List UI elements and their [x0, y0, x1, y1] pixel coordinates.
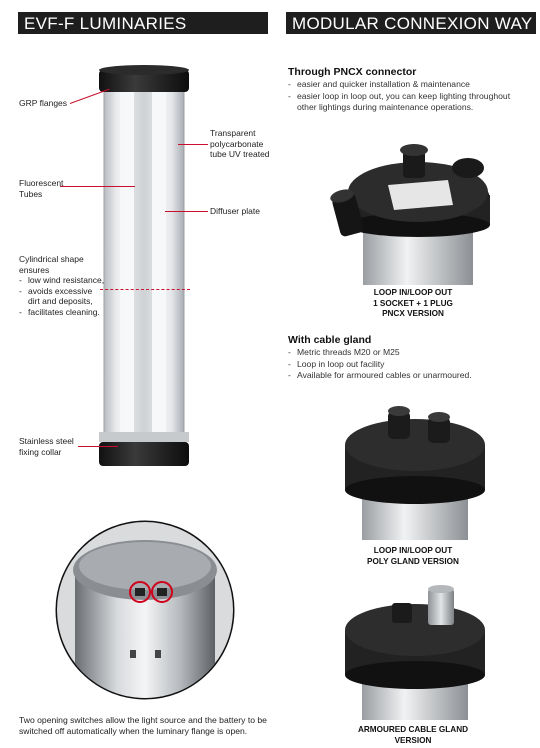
pncx-connector-illustration	[330, 144, 490, 285]
pointer-line-cylindrical	[100, 289, 190, 290]
pointer-line-diffuser	[165, 211, 208, 212]
pncx-item: easier and quicker installation & mainte…	[288, 79, 513, 91]
gland-list: Metric threads M20 or M25 Loop in loop o…	[288, 347, 513, 382]
cylindrical-title: Cylindrical shape ensures	[19, 254, 84, 275]
label-stainless-collar: Stainless steel fixing collar	[19, 436, 74, 457]
pncx-caption: LOOP IN/LOOP OUT 1 SOCKET + 1 PLUG PNCX …	[328, 288, 498, 320]
luminaire-illustration	[99, 65, 189, 466]
footer-note: Two opening switches allow the light sou…	[19, 715, 267, 736]
pncx-list: easier and quicker installation & mainte…	[288, 79, 513, 114]
switch-closeup-illustration	[55, 520, 235, 700]
caption-line: 1 SOCKET + 1 PLUG	[373, 298, 453, 308]
pointer-line-transparent	[178, 144, 208, 145]
right-header: MODULAR CONNEXION WAY	[286, 12, 536, 34]
cylindrical-item: avoids excessive dirt and deposits,	[19, 286, 105, 307]
gland-item: Available for armoured cables or unarmou…	[288, 370, 513, 382]
pncx-title: Through PNCX connector	[288, 66, 417, 78]
armoured-gland-illustration	[345, 585, 485, 720]
pointer-line-stainless	[78, 446, 118, 447]
label-cylindrical-shape: Cylindrical shape ensures low wind resis…	[19, 254, 105, 317]
cylindrical-item: low wind resistance,	[19, 275, 105, 286]
gland-title: With cable gland	[288, 334, 372, 346]
label-diffuser-plate: Diffuser plate	[210, 206, 260, 216]
caption-line: LOOP IN/LOOP OUT	[373, 288, 453, 297]
caption-line: POLY GLAND VERSION	[367, 556, 459, 566]
caption-line: ARMOURED CABLE GLAND	[357, 725, 469, 734]
gland-item: Metric threads M20 or M25	[288, 347, 513, 359]
caption-line: PNCX VERSION	[382, 309, 444, 318]
gland-caption: LOOP IN/LOOP OUT POLY GLAND VERSION	[328, 546, 498, 567]
label-transparent-tube: Transparent polycarbonate tube UV treate…	[210, 128, 270, 159]
caption-line: LOOP IN/LOOP OUT	[373, 546, 453, 555]
poly-gland-illustration	[345, 406, 485, 540]
left-header: EVF-F LUMINARIES	[18, 12, 268, 34]
pncx-item: easier loop in loop out, you can keep li…	[288, 91, 513, 114]
armoured-caption: ARMOURED CABLE GLAND VERSION	[328, 725, 498, 746]
label-fluorescent-tubes: Fluorescent Tubes	[19, 178, 64, 199]
caption-line: VERSION	[394, 735, 432, 745]
pointer-line-fluorescent	[60, 186, 135, 187]
label-grp-flanges: GRP flanges	[19, 98, 68, 108]
gland-item: Loop in loop out facility	[288, 359, 513, 371]
cylindrical-item: facilitates cleaning.	[19, 307, 105, 318]
